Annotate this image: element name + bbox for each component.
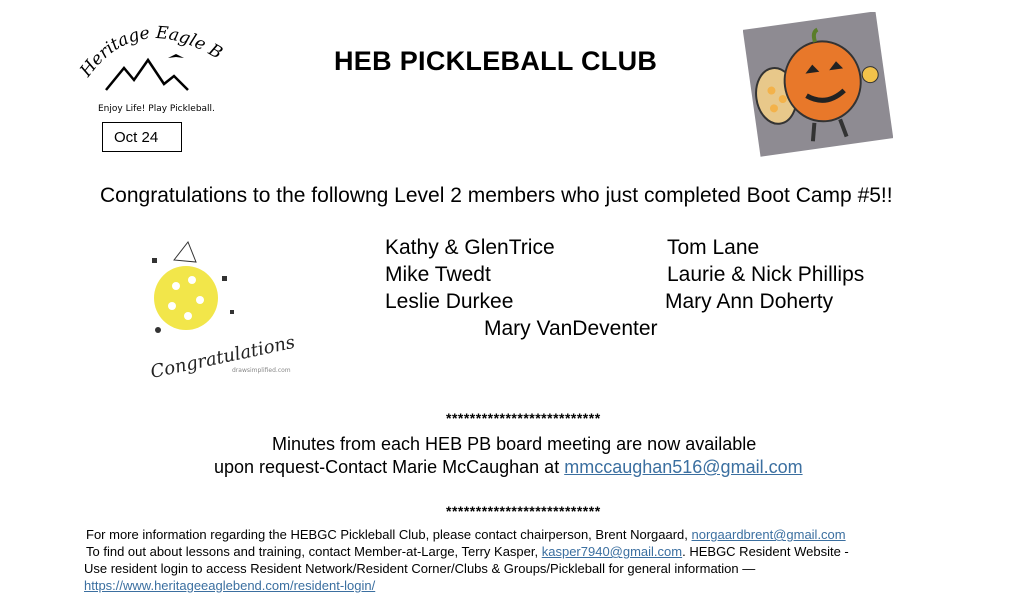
footer-chair-text: For more information regarding the HEBGC…	[86, 527, 692, 542]
congratulations-message: Congratulations to the followng Level 2 …	[100, 184, 893, 207]
footer-website-text: . HEBGC Resident Website -	[682, 544, 849, 559]
member-name: Tom Lane	[667, 236, 760, 259]
logo-tagline: Enjoy Life! Play Pickleball.	[98, 104, 215, 114]
divider: **************************	[446, 503, 601, 519]
contact-email-link[interactable]: mmccaughan516@gmail.com	[564, 457, 803, 477]
footer-line4: https://www.heritageeaglebend.com/reside…	[84, 578, 375, 593]
footer-line3: Use resident login to access Resident Ne…	[84, 561, 756, 576]
divider: **************************	[446, 410, 601, 426]
minutes-line1: Minutes from each HEB PB board meeting a…	[272, 434, 757, 454]
member-name: Mary Ann Doherty	[665, 290, 834, 313]
member-name: Laurie & Nick Phillips	[667, 263, 865, 286]
footer-line1: For more information regarding the HEBGC…	[86, 527, 846, 542]
logo-arc-text: Heritage Eagle Bend	[71, 3, 226, 82]
celebration-pickleball-image: Congratulations! drawsimplified.com	[146, 240, 304, 390]
minutes-contact-text: upon request-Contact Marie McCaughan at	[214, 457, 565, 477]
member-name: Mike Twedt	[385, 263, 491, 286]
art-caption: Congratulations!	[149, 330, 296, 383]
art-credit: drawsimplified.com	[232, 367, 291, 374]
member-name: Kathy & GlenTrice	[385, 236, 555, 259]
date-label: Oct 24	[114, 128, 159, 146]
chair-email-link[interactable]: norgaardbrent@gmail.com	[691, 527, 846, 542]
club-logo: Heritage Eagle Bend Enjoy Life! Play Pic…	[71, 3, 226, 118]
lessons-email-link[interactable]: kasper7940@gmail.com	[541, 544, 683, 559]
footer-lessons-text: To find out about lessons and training, …	[86, 544, 542, 559]
member-name: Leslie Durkee	[385, 290, 514, 313]
svg-text:Heritage Eagle Bend: Heritage Eagle Bend	[76, 18, 226, 82]
resident-login-link[interactable]: https://www.heritageeaglebend.com/reside…	[84, 578, 376, 593]
footer-line2: To find out about lessons and training, …	[86, 544, 849, 559]
member-name: Mary VanDeventer	[484, 317, 658, 340]
date-box: Oct 24	[102, 122, 182, 152]
page-title: HEB PICKLEBALL CLUB	[334, 46, 658, 76]
minutes-line2: upon request-Contact Marie McCaughan at …	[214, 457, 803, 478]
pumpkin-pickleball-image	[742, 11, 894, 157]
